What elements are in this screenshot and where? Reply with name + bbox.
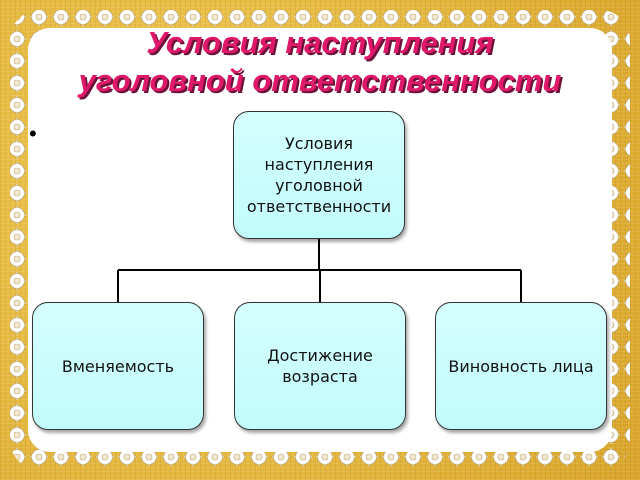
child-node-sanity: Вменяемость — [32, 302, 204, 430]
root-node-label: Условия наступления уголовной ответствен… — [246, 134, 392, 216]
connector-group — [117, 239, 522, 302]
slide-title: Условия наступления уголовной ответствен… — [78, 25, 562, 98]
child-node-guilt: Виновность лица — [435, 302, 607, 430]
bullet-point: • — [29, 121, 37, 146]
child-node-label: Виновность лица — [448, 356, 594, 376]
child-node-age: Достижение возраста — [234, 302, 406, 430]
child-node-label: Вменяемость — [61, 356, 175, 376]
child-node-label: Достижение возраста — [267, 346, 373, 386]
root-node: Условия наступления уголовной ответствен… — [233, 111, 405, 239]
